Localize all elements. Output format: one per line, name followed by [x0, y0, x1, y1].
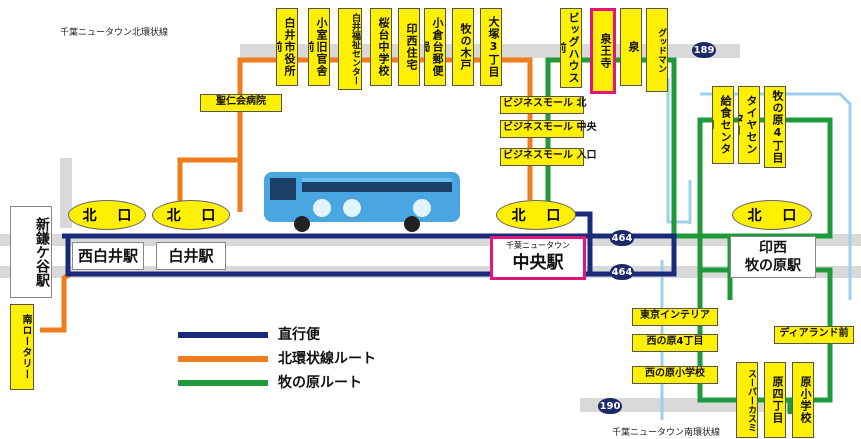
stop-maki-no-kido: 牧の木戸	[452, 8, 474, 86]
kitaguchi-shiroi: 北 口	[152, 200, 230, 230]
stop-super-kasumi: スーパーカスミ	[736, 362, 758, 438]
station-shin-kamagaya: 新鎌ケ谷駅	[10, 206, 52, 298]
route-190-shield: 190	[598, 398, 622, 414]
stop-south-rotary: 南ロータリー	[10, 304, 34, 390]
stop-big-house: ビッグハウス前	[560, 8, 582, 88]
route-464-shield-upper: 464	[610, 230, 634, 246]
station-chiba-nt-chuo: 千葉ニュータウン 中央駅	[490, 236, 586, 280]
bus-illustration	[264, 172, 460, 232]
stop-inzai-jutaku: 印西住宅	[398, 8, 420, 86]
stop-sakuradai-jhs: 桜台中学校	[370, 8, 392, 86]
stop-nishinohara-es: 西の原小学校	[632, 366, 718, 384]
stop-otsuka-3chome: 大塚3丁目	[480, 8, 502, 86]
stop-business-mall-north: ビジネスモール 北	[500, 96, 586, 114]
legend-makinohara: 牧の原ルート	[278, 375, 362, 391]
stop-seijinkai-hospital: 聖仁会病院	[200, 94, 282, 112]
stop-tokyo-interior: 東京インテリア	[632, 308, 718, 326]
legend-north-ring: 北環状線ルート	[278, 351, 376, 367]
stop-komuro-kyukansha: 小室旧官舎前	[308, 8, 330, 86]
stop-senoji: 泉王寺	[590, 8, 616, 94]
legend-line-north-ring	[178, 356, 268, 362]
legend-line-direct	[178, 332, 268, 338]
station-makinohara-line2: 牧の原駅	[745, 258, 801, 274]
south-ring-road-label: 千葉ニュータウン南環状線	[612, 428, 721, 438]
stop-ogura-post-office: 小倉台郵便局	[424, 8, 446, 86]
stop-nishinohara-4chome: 西の原4丁目	[632, 334, 718, 352]
kitaguchi-makinohara: 北 口	[732, 200, 812, 230]
stop-business-mall-entrance: ビジネスモール 入口	[500, 148, 596, 166]
station-inzai-makinohara: 印西 牧の原駅	[730, 236, 816, 278]
legend-direct: 直行便	[278, 327, 320, 343]
stop-makinohara-4chome: 牧の原4丁目	[764, 86, 786, 168]
station-nishi-shiroi: 西白井駅	[72, 242, 144, 270]
stop-shiroi-city-hall: 白井市役所前	[276, 8, 298, 86]
north-ring-road-label: 千葉ニュータウン北環状線	[60, 28, 169, 38]
station-chuo-name: 中央駅	[512, 253, 564, 273]
stop-hara-4chome: 原四丁目	[764, 362, 786, 438]
stop-kyushoku-center: 給食センター	[712, 86, 734, 164]
stop-dearland: ディアランド前	[774, 326, 854, 344]
stop-izumi: 泉	[620, 8, 642, 86]
stop-goodman: グッドマン	[646, 8, 668, 92]
station-makinohara-line1: 印西	[759, 240, 787, 256]
stop-business-mall-central: ビジネスモール 中央	[500, 120, 596, 138]
stop-shiroi-fukushi-center: 白井福祉センター	[338, 8, 362, 90]
route-464-shield-lower: 464	[610, 264, 634, 280]
kitaguchi-chuo: 北 口	[496, 200, 576, 230]
station-shiroi: 白井駅	[156, 242, 226, 270]
kitaguchi-nishishiroi: 北 口	[68, 200, 146, 230]
legend-line-makinohara	[178, 380, 268, 386]
stop-tire-center: タイヤセンター	[738, 86, 760, 164]
route-189-shield: 189	[692, 42, 716, 58]
stop-hara-es: 原小学校	[792, 362, 814, 438]
station-chuo-prefix: 千葉ニュータウン	[506, 241, 570, 250]
